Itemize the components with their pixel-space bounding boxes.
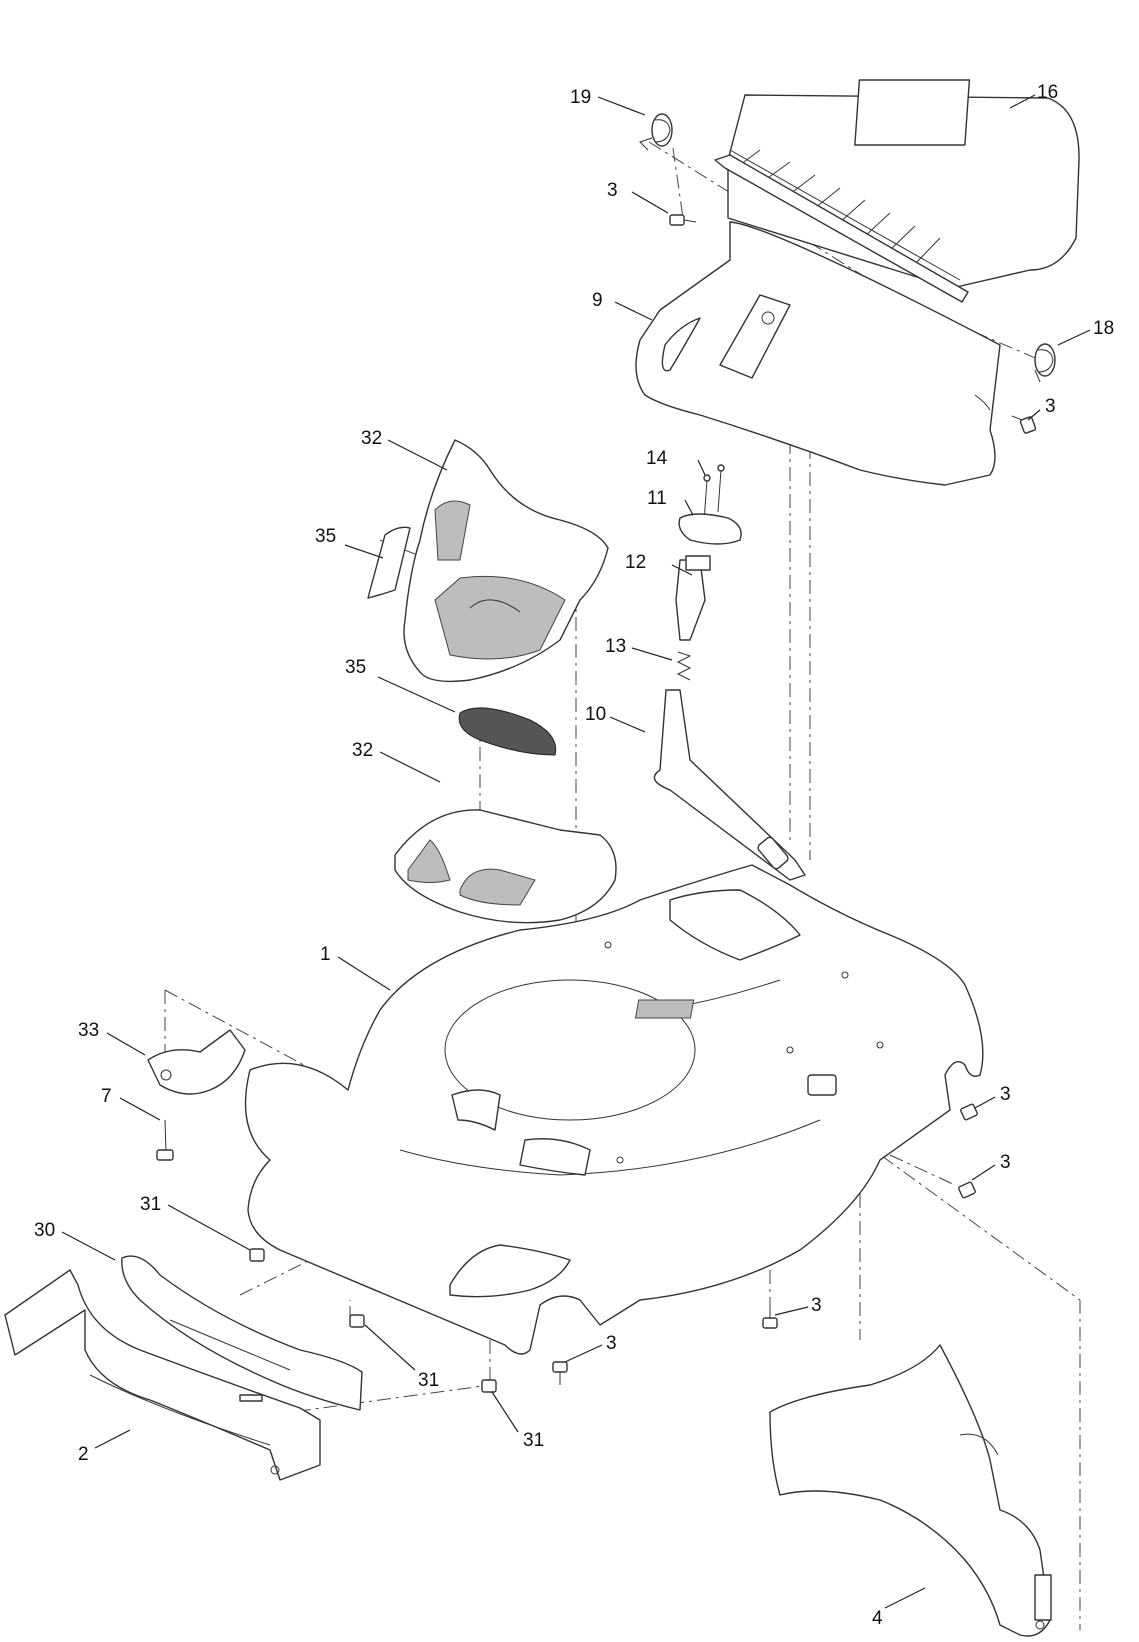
callout-13: 13 <box>605 636 626 657</box>
part-19-torsion-spring <box>639 113 673 151</box>
callout-31: 31 <box>140 1194 161 1215</box>
part-16-bag-cover <box>714 79 1080 303</box>
callout-9: 9 <box>592 290 603 311</box>
callout-3: 3 <box>1000 1152 1011 1173</box>
callout-30: 30 <box>34 1220 55 1241</box>
callout-3: 3 <box>811 1295 822 1316</box>
part-32-lower-shroud <box>394 809 617 924</box>
part-3-bolt-deck-d <box>552 1361 568 1385</box>
part-31-fastener-a <box>249 1248 265 1262</box>
leader-lines <box>61 94 1091 1609</box>
part-3-bolt-deck-c <box>762 1305 778 1329</box>
callout-18: 18 <box>1093 318 1114 339</box>
part-3-bolt-top-left <box>669 214 697 226</box>
callout-10: 10 <box>585 704 606 725</box>
part-4-discharge-chute <box>769 1344 1052 1637</box>
part-35-vortex-decal <box>458 707 557 756</box>
part-18-torsion-spring <box>1034 343 1056 383</box>
callout-32: 32 <box>361 428 382 449</box>
callout-31: 31 <box>523 1430 544 1451</box>
callout-16: 16 <box>1037 82 1058 103</box>
callout-1: 1 <box>320 944 331 965</box>
part-13-spring <box>676 651 692 681</box>
part-9-rear-door <box>635 221 1001 486</box>
callout-3: 3 <box>606 1333 617 1354</box>
callout-19: 19 <box>570 87 591 108</box>
part-7-bolt <box>156 1119 174 1161</box>
callout-33: 33 <box>78 1020 99 1041</box>
part-3-bolt-deck-a <box>960 1103 978 1121</box>
callout-35: 35 <box>315 526 336 547</box>
callout-32: 32 <box>352 740 373 761</box>
callout-labels: 19 16 3 9 18 3 32 14 11 35 12 13 35 10 3… <box>34 82 1114 1629</box>
part-2-front-bumper <box>4 1269 321 1481</box>
part-30-front-trim <box>121 1255 363 1411</box>
callout-11: 11 <box>647 488 667 509</box>
callout-14: 14 <box>646 448 668 469</box>
callout-3: 3 <box>1045 396 1056 417</box>
callout-3: 3 <box>607 180 618 201</box>
part-35-decal-upper <box>367 526 411 599</box>
callout-4: 4 <box>872 1608 883 1629</box>
callout-7: 7 <box>101 1086 112 1107</box>
part-32-upper-shroud <box>403 439 609 683</box>
part-14-screws <box>703 464 725 523</box>
callout-12: 12 <box>625 552 646 573</box>
callout-35: 35 <box>345 657 366 678</box>
part-11-handle-knob <box>678 513 742 545</box>
callout-31: 31 <box>418 1370 439 1391</box>
part-31-fastener-b <box>349 1314 365 1328</box>
callout-2: 2 <box>78 1444 89 1465</box>
part-3-bolt-door-right <box>1011 415 1037 434</box>
part-3-bolt-deck-b <box>958 1181 976 1199</box>
part-33-bracket <box>147 1029 246 1095</box>
part-1-mower-deck <box>244 864 984 1355</box>
callout-3: 3 <box>1000 1084 1011 1105</box>
part-10-height-lever <box>653 689 806 881</box>
part-31-fastener-c <box>481 1379 497 1393</box>
part-12-plunger <box>675 555 711 641</box>
